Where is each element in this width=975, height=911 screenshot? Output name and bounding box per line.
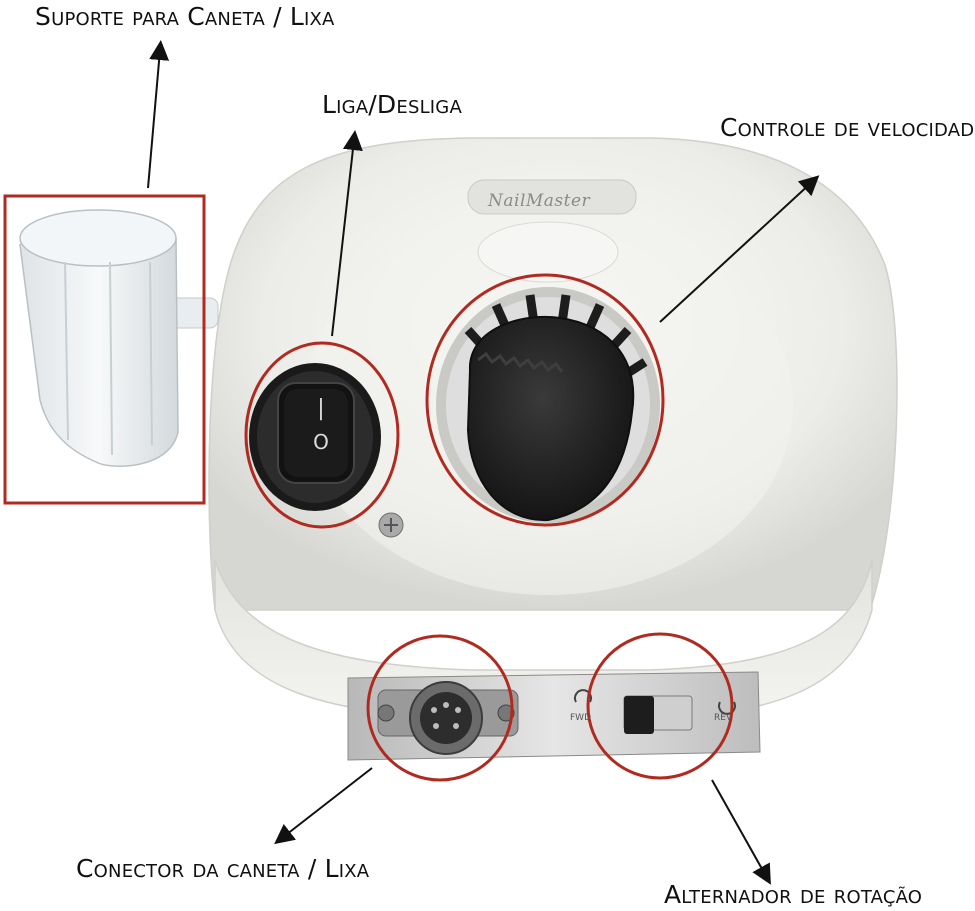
speed-label: Controle de velocidade xyxy=(720,113,975,142)
holder-label: Suporte para Caneta / Lixa xyxy=(35,2,335,31)
connector-label: Conector da caneta / Lixa xyxy=(76,854,370,883)
switch-off-symbol: O xyxy=(313,430,329,454)
power-label: Liga/Desliga xyxy=(322,90,462,119)
rotation-highlight-circle xyxy=(586,632,734,780)
pen-holder-cup xyxy=(19,209,219,467)
reverse-label: REV xyxy=(714,713,733,723)
forward-label: FWD xyxy=(570,713,592,723)
connector-highlight-circle xyxy=(366,634,514,782)
speed-knob[interactable] xyxy=(436,221,660,523)
rotation-arrow xyxy=(711,779,771,885)
rotation-switch[interactable] xyxy=(574,689,736,734)
switch-on-symbol: | xyxy=(317,396,325,421)
power-arrow xyxy=(331,130,363,337)
speed-arrow xyxy=(659,175,820,323)
holder-highlight-box xyxy=(3,194,206,505)
rotation-label: Alternador de rotação xyxy=(664,880,923,909)
brand-badge xyxy=(467,179,637,215)
screw xyxy=(378,512,404,538)
brand-logo-text: NailMaster xyxy=(488,191,591,211)
holder-arrow xyxy=(147,40,170,189)
power-switch[interactable] xyxy=(249,363,381,511)
speed-highlight-circle xyxy=(425,273,665,527)
connector-arrow xyxy=(274,767,373,845)
power-highlight-circle xyxy=(244,341,400,529)
pen-connector[interactable] xyxy=(377,681,519,755)
